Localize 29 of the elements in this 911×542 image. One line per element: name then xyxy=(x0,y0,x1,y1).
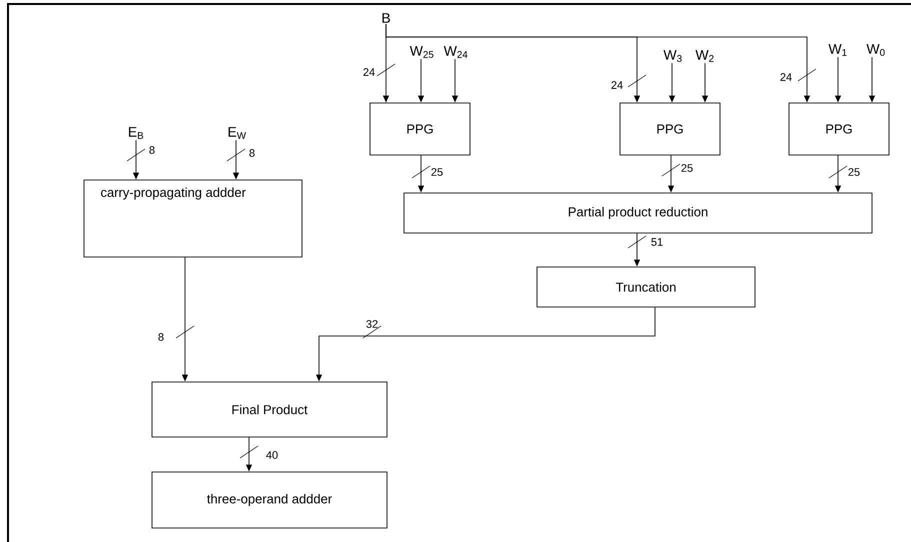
signal-label: W$_{2}$ xyxy=(696,50,714,62)
block-box: PPG xyxy=(620,102,720,156)
block-box: Partial product reduction xyxy=(404,192,872,234)
bus-width-label: 25 xyxy=(848,168,860,176)
bus-width-label: 51 xyxy=(651,238,663,246)
signal-label: E$_{B}$ xyxy=(129,127,144,139)
bus-width-label: 24 xyxy=(363,68,375,76)
bus-width-label: 8 xyxy=(249,149,255,157)
bus-width-label: 8 xyxy=(149,146,155,154)
bus-width-label: 25 xyxy=(681,164,693,172)
block-box: PPG xyxy=(788,102,890,156)
block-box: PPG xyxy=(370,102,470,156)
bus-width-label: 40 xyxy=(266,451,278,459)
signal-label: E$_{W}$ xyxy=(228,127,246,139)
bus-width-label: 8 xyxy=(158,333,164,341)
bus-width-label: 32 xyxy=(366,320,378,328)
block-box: carry-propagating addder xyxy=(84,180,302,258)
bus-width-label: 24 xyxy=(780,73,792,81)
block-box: Final Product xyxy=(152,382,388,438)
bus-width-label: 25 xyxy=(431,168,443,176)
signal-label: W$_{0}$ xyxy=(866,44,885,56)
block-box: Truncation xyxy=(536,266,756,308)
signal-label: W$_{24}$ xyxy=(444,46,468,58)
bus-width-label: 24 xyxy=(611,81,623,89)
signal-label: W$_{1}$ xyxy=(828,44,847,56)
signal-label: W$_{3}$ xyxy=(664,50,682,62)
signal-label: W$_{25}$ xyxy=(410,46,434,58)
block-box: three-operand addder xyxy=(152,472,388,528)
signal-label: B xyxy=(382,13,390,23)
